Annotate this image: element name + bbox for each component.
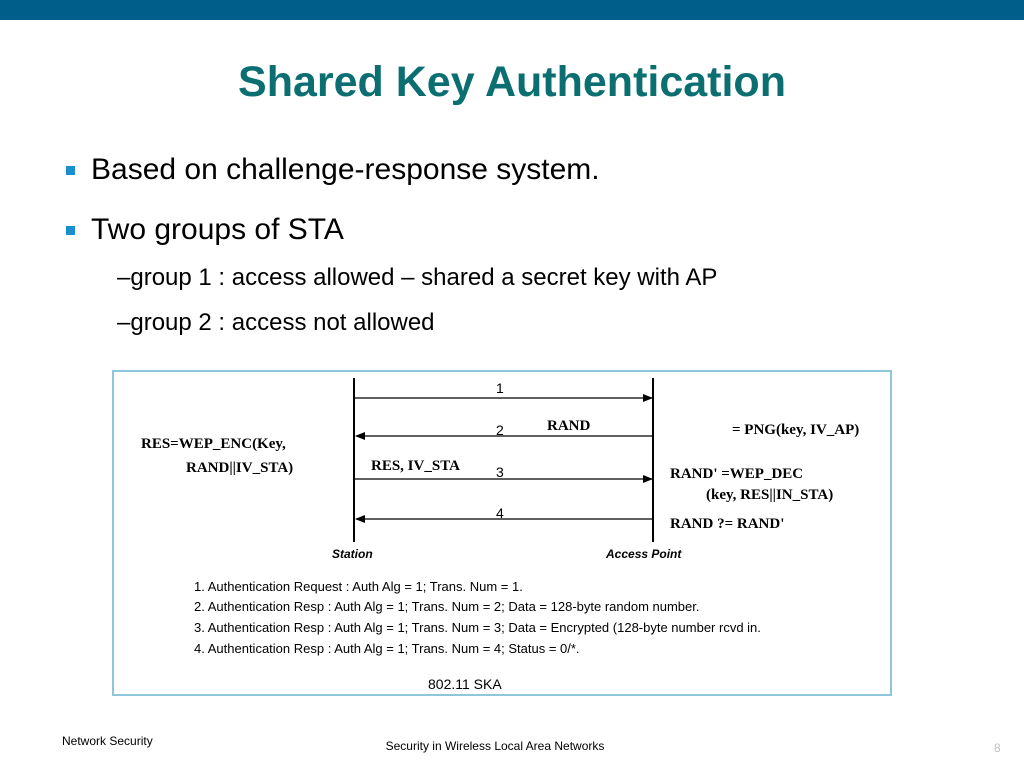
sub-bullet-2: –group 2 : access not allowed [117, 309, 435, 336]
legend-line-3: 3. Authentication Resp : Auth Alg = 1; T… [194, 620, 761, 635]
res-label: RES, IV_STA [371, 458, 460, 474]
sub-bullet-1: –group 1 : access allowed – shared a sec… [117, 264, 718, 291]
bullet-square-icon [66, 166, 75, 175]
arrow-number-3: 3 [496, 464, 504, 480]
bullet-square-icon [66, 226, 75, 235]
access-point-label: Access Point [605, 547, 682, 561]
legend-line-4: 4. Authentication Resp : Auth Alg = 1; T… [194, 641, 580, 656]
legend-line-1: 1. Authentication Request : Auth Alg = 1… [194, 579, 523, 594]
legend-line-2: 2. Authentication Resp : Auth Alg = 1; T… [194, 599, 700, 614]
station-label: Station [332, 547, 373, 561]
diagram-caption: 802.11 SKA [428, 676, 502, 692]
ska-diagram-svg: 1 2 3 4 RAND RES, IV_STA RES=WEP_ENC(Key… [141, 378, 859, 692]
bullet-2-text: Two groups of STA [91, 213, 344, 246]
top-bar [0, 0, 1024, 20]
left-equation-line-2: RAND||IV_STA) [186, 460, 293, 476]
footer-left: Network Security [62, 734, 153, 748]
left-equation-line-1: RES=WEP_ENC(Key, [141, 436, 286, 452]
arrow-number-2: 2 [496, 422, 504, 438]
ska-diagram: 1 2 3 4 RAND RES, IV_STA RES=WEP_ENC(Key… [112, 370, 892, 696]
right-equation-2-line-2: (key, RES||IN_STA) [706, 487, 833, 503]
right-equation-2-line-1: RAND' =WEP_DEC [670, 466, 803, 482]
slide-title: Shared Key Authentication [238, 58, 786, 106]
arrow-number-4: 4 [496, 505, 504, 521]
footer-center: Security in Wireless Local Area Networks [385, 739, 605, 753]
arrow-number-1: 1 [496, 380, 504, 396]
bullet-1-text: Based on challenge-response system. [91, 153, 600, 186]
right-equation-1: = PNG(key, IV_AP) [732, 422, 859, 438]
rand-label: RAND [547, 418, 590, 434]
right-equation-3: RAND ?= RAND' [670, 516, 784, 532]
page-number: 8 [994, 741, 1001, 755]
